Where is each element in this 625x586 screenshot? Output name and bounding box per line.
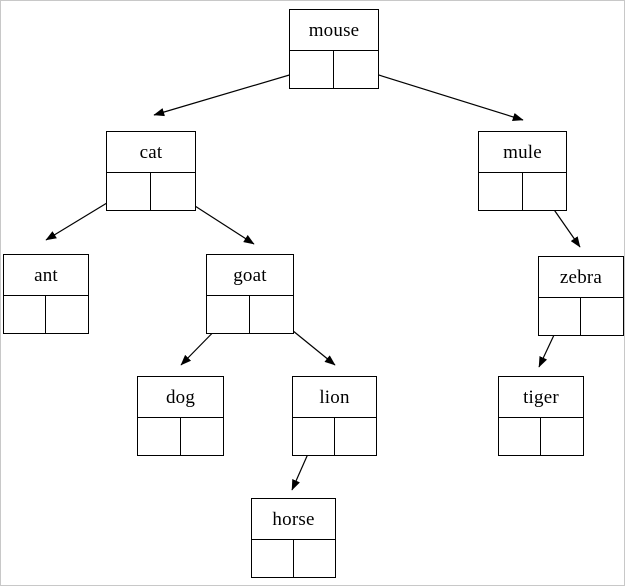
node-label-cat: cat xyxy=(107,132,195,173)
left-pointer-cell-horse[interactable] xyxy=(252,540,294,577)
right-pointer-cell-horse[interactable] xyxy=(294,540,336,577)
node-pointers-dog xyxy=(138,418,223,455)
node-pointers-horse xyxy=(252,540,335,577)
left-pointer-cell-ant[interactable] xyxy=(4,296,46,333)
right-pointer-cell-mule[interactable] xyxy=(523,173,567,210)
left-pointer-cell-zebra[interactable] xyxy=(539,298,581,335)
right-pointer-cell-dog[interactable] xyxy=(181,418,224,455)
right-pointer-cell-goat[interactable] xyxy=(250,296,293,333)
tree-node-ant[interactable]: ant xyxy=(3,254,89,334)
right-pointer-cell-lion[interactable] xyxy=(335,418,377,455)
tree-node-cat[interactable]: cat xyxy=(106,131,196,211)
right-pointer-cell-zebra[interactable] xyxy=(581,298,623,335)
node-label-mule: mule xyxy=(479,132,566,173)
tree-node-lion[interactable]: lion xyxy=(292,376,377,456)
node-pointers-goat xyxy=(207,296,293,333)
node-pointers-tiger xyxy=(499,418,583,455)
node-pointers-mule xyxy=(479,173,566,210)
node-label-goat: goat xyxy=(207,255,293,296)
node-label-mouse: mouse xyxy=(290,10,378,51)
tree-node-tiger[interactable]: tiger xyxy=(498,376,584,456)
tree-node-zebra[interactable]: zebra xyxy=(538,256,624,336)
tree-node-horse[interactable]: horse xyxy=(251,498,336,578)
right-pointer-cell-tiger[interactable] xyxy=(541,418,583,455)
node-pointers-ant xyxy=(4,296,88,333)
right-pointer-cell-ant[interactable] xyxy=(46,296,88,333)
left-pointer-cell-tiger[interactable] xyxy=(499,418,541,455)
left-pointer-cell-mouse[interactable] xyxy=(290,51,334,88)
node-label-dog: dog xyxy=(138,377,223,418)
left-pointer-cell-mule[interactable] xyxy=(479,173,523,210)
tree-node-mouse[interactable]: mouse xyxy=(289,9,379,89)
node-label-ant: ant xyxy=(4,255,88,296)
left-pointer-cell-lion[interactable] xyxy=(293,418,335,455)
left-pointer-cell-cat[interactable] xyxy=(107,173,151,210)
tree-node-mule[interactable]: mule xyxy=(478,131,567,211)
right-pointer-cell-cat[interactable] xyxy=(151,173,195,210)
node-label-tiger: tiger xyxy=(499,377,583,418)
node-label-horse: horse xyxy=(252,499,335,540)
node-pointers-zebra xyxy=(539,298,623,335)
node-pointers-mouse xyxy=(290,51,378,88)
node-pointers-lion xyxy=(293,418,376,455)
right-pointer-cell-mouse[interactable] xyxy=(334,51,378,88)
node-label-lion: lion xyxy=(293,377,376,418)
tree-node-goat[interactable]: goat xyxy=(206,254,294,334)
left-pointer-cell-goat[interactable] xyxy=(207,296,250,333)
node-label-zebra: zebra xyxy=(539,257,623,298)
tree-node-dog[interactable]: dog xyxy=(137,376,224,456)
left-pointer-cell-dog[interactable] xyxy=(138,418,181,455)
node-pointers-cat xyxy=(107,173,195,210)
